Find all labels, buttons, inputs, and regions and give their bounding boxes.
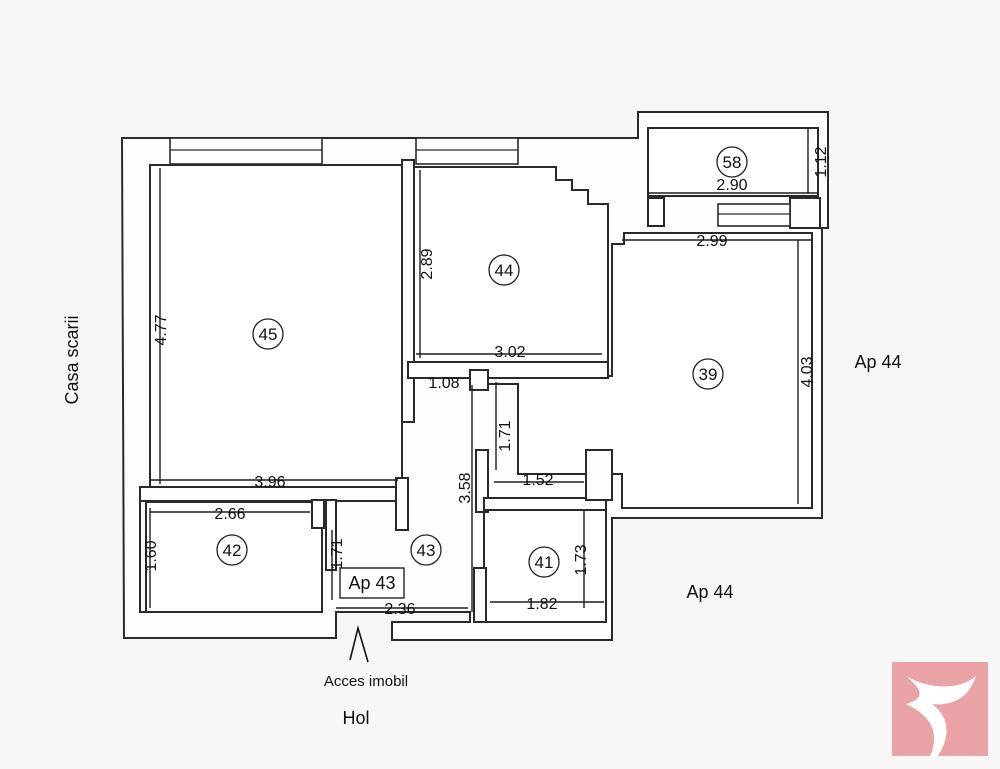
dim-4-77: 4.77	[153, 314, 170, 345]
room-42-number: 42	[223, 541, 242, 560]
dim-1-52: 1.52	[522, 472, 553, 489]
room-43-circle	[410, 534, 442, 566]
room-44-circle	[488, 254, 520, 286]
room-39-number: 39	[699, 365, 718, 384]
dim-1-71-a: 1.71	[497, 420, 514, 451]
entry-arrow-icon	[349, 624, 369, 663]
wall-stub-c	[311, 499, 325, 529]
dim-3-02: 3.02	[494, 344, 525, 361]
room-42-circle	[216, 534, 248, 566]
wall-39-41	[585, 449, 613, 501]
room-43-number: 43	[417, 541, 436, 560]
room-45-number: 45	[259, 325, 278, 344]
wall-42-43	[325, 499, 337, 571]
dim-2-36: 2.36	[384, 601, 415, 618]
wall-hall-41	[475, 449, 489, 513]
interior-walls	[139, 159, 821, 623]
ap44-bottom-label: Ap 44	[686, 582, 733, 602]
ap43-label: Ap 43	[348, 573, 395, 593]
dimension-lines	[149, 128, 818, 612]
room-45-circle	[252, 318, 284, 350]
dim-2-99: 2.99	[696, 233, 727, 250]
wall-stub-a	[469, 369, 489, 391]
dim-1-60: 1.60	[143, 540, 160, 571]
wall-45-44	[401, 159, 415, 423]
dim-2-89: 2.89	[419, 248, 436, 279]
room-41-circle	[528, 546, 560, 578]
dim-4-03: 4.03	[799, 356, 816, 387]
casa-scarii-label: Casa scarii	[62, 315, 82, 404]
window-44	[415, 137, 519, 165]
wall-stub-b	[395, 477, 409, 531]
room-58-number: 58	[723, 153, 742, 172]
dim-3-96: 3.96	[254, 474, 285, 491]
dimension-labels: 1.12 2.90 2.99 2.89 4.77 3.02 4.03 1.08 …	[143, 146, 830, 618]
hol-label: Hol	[342, 708, 369, 728]
dim-2-66: 2.66	[214, 506, 245, 523]
ap43-box	[339, 567, 405, 599]
dim-1-71-b: 1.71	[329, 538, 346, 569]
dim-1-82: 1.82	[526, 596, 557, 613]
dim-2-90: 2.90	[716, 177, 747, 194]
wall-41-top	[483, 497, 607, 511]
dim-1-73: 1.73	[573, 544, 590, 575]
dim-1-08: 1.08	[428, 375, 459, 392]
wall-58-stub	[647, 197, 665, 227]
room-41-number: 41	[535, 553, 554, 572]
dim-3-58: 3.58	[457, 472, 474, 503]
window-45	[169, 137, 323, 165]
ap44-right-label: Ap 44	[854, 352, 901, 372]
dim-1-12: 1.12	[813, 146, 830, 177]
room-58-area	[647, 127, 819, 197]
windows	[169, 137, 791, 227]
room-58-circle	[716, 146, 748, 178]
wall-58-right	[789, 197, 821, 229]
room-39-circle	[692, 358, 724, 390]
wall-41-left	[473, 567, 487, 623]
room-fills	[145, 127, 819, 623]
logo-bird-shape	[906, 676, 976, 756]
acces-imobil-label: Acces imobil	[324, 673, 408, 690]
wall-44-hall	[407, 361, 609, 379]
brand-logo-icon	[892, 662, 988, 756]
window-39	[717, 203, 791, 227]
room-numbers: 58 44 45 39 42 43 41	[216, 146, 748, 578]
room-44-number: 44	[495, 261, 514, 280]
